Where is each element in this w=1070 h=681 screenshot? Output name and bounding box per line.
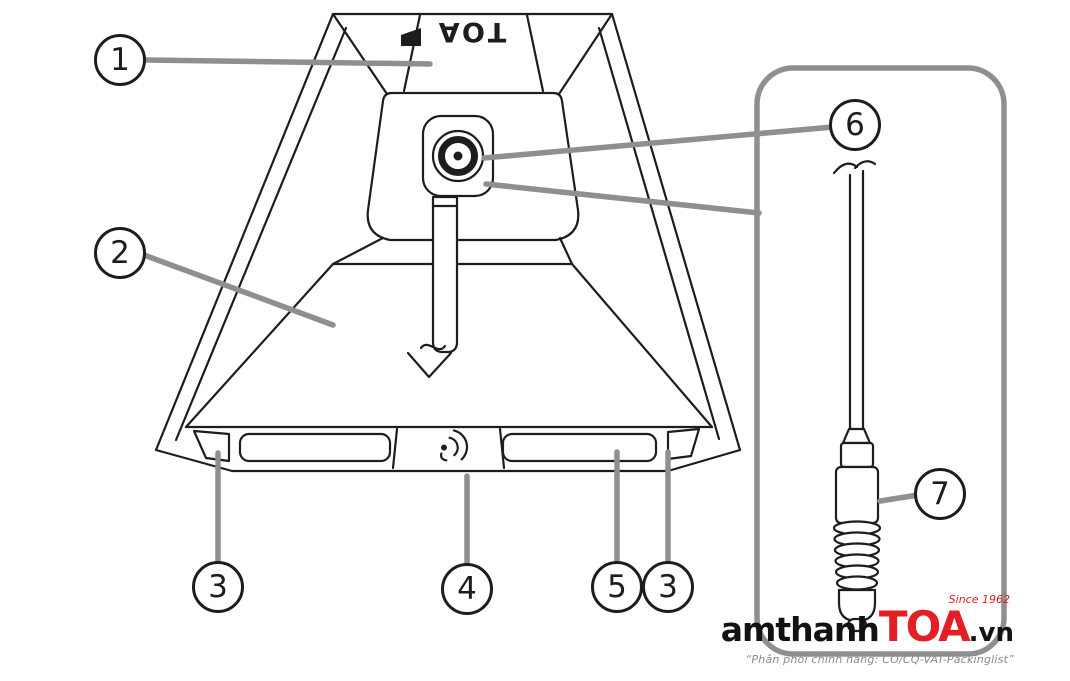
leader-lines xyxy=(141,57,921,568)
callout-4-label: 4 xyxy=(457,570,477,607)
mic-tip-nub xyxy=(846,617,868,633)
right-slope-edge xyxy=(597,26,721,441)
leader-2 xyxy=(141,252,336,328)
callout-6-label: 6 xyxy=(845,106,865,143)
face-left-edge xyxy=(184,262,335,429)
device-top-logo: TOA xyxy=(401,16,506,47)
device-top-logo-text: TOA xyxy=(436,16,507,47)
front-slot-left xyxy=(238,432,392,463)
top-face-fold-left xyxy=(331,12,391,99)
callout-3-left-label: 3 xyxy=(208,568,228,605)
brand-since-text: Since 1962 xyxy=(948,593,1010,606)
top-face-seam-right xyxy=(525,13,545,93)
toa-flag-icon xyxy=(401,28,421,46)
detail-gooseneck-mic xyxy=(832,160,882,633)
tube-arrow-chevron xyxy=(406,351,453,379)
leader-6-lower xyxy=(483,181,762,216)
mic-body xyxy=(834,465,880,525)
callout-7-label: 7 xyxy=(930,475,950,512)
sound-wave-icon xyxy=(439,429,469,462)
callout-3-left: 3 xyxy=(192,561,244,613)
connector-pin xyxy=(453,151,463,161)
gooseneck-tube xyxy=(431,195,459,354)
leader-1 xyxy=(143,57,433,67)
callout-5: 5 xyxy=(591,561,643,613)
band-divider-right xyxy=(498,427,506,470)
corner-wedge-right xyxy=(666,427,701,461)
leader-7 xyxy=(877,492,921,504)
callout-3-right: 3 xyxy=(642,561,694,613)
callout-2: 2 xyxy=(94,227,146,279)
left-slope-edge xyxy=(174,26,348,442)
callout-1: 1 xyxy=(94,34,146,86)
top-face-fold-right xyxy=(555,12,614,99)
corner-wedge-left xyxy=(192,429,231,463)
callout-2-label: 2 xyxy=(110,234,130,271)
detail-view xyxy=(754,65,1007,657)
detail-view-box xyxy=(754,65,1007,657)
top-face-seam-left xyxy=(402,13,422,93)
brand-suffix: .vn xyxy=(968,618,1014,648)
callout-3-right-label: 3 xyxy=(658,568,678,605)
housing-to-face-right xyxy=(558,236,574,266)
brand-prefix: amthanh xyxy=(720,610,880,649)
band-divider-left xyxy=(391,427,399,470)
callout-1-label: 1 xyxy=(110,41,130,78)
face-right-edge xyxy=(570,262,714,429)
brand-core: TOA xyxy=(878,602,971,651)
callout-4: 4 xyxy=(441,563,493,615)
main-device-drawing: TOA xyxy=(154,12,742,473)
housing-to-face-left xyxy=(331,236,385,266)
tube-break-mark xyxy=(419,343,447,351)
mic-break-mark-2 xyxy=(853,160,877,170)
brand-wordmark: amthanhTOA.vn xyxy=(721,606,1014,648)
mic-break-mark-1 xyxy=(832,162,859,175)
callout-7: 7 xyxy=(914,468,966,520)
mic-neck xyxy=(839,441,875,469)
brand-tagline: “Phân phối chính hãng: CO/CQ-VAT-Packing… xyxy=(745,653,1014,666)
mic-taper xyxy=(841,427,872,445)
leader-6-upper xyxy=(481,124,836,161)
watermark-logo: Since 1962 amthanhTOA.vn “Phân phối chín… xyxy=(721,594,1014,666)
mic-rib xyxy=(835,575,879,591)
callout-6: 6 xyxy=(829,99,881,151)
front-slot-right xyxy=(501,432,658,463)
callout-5-label: 5 xyxy=(607,568,627,605)
